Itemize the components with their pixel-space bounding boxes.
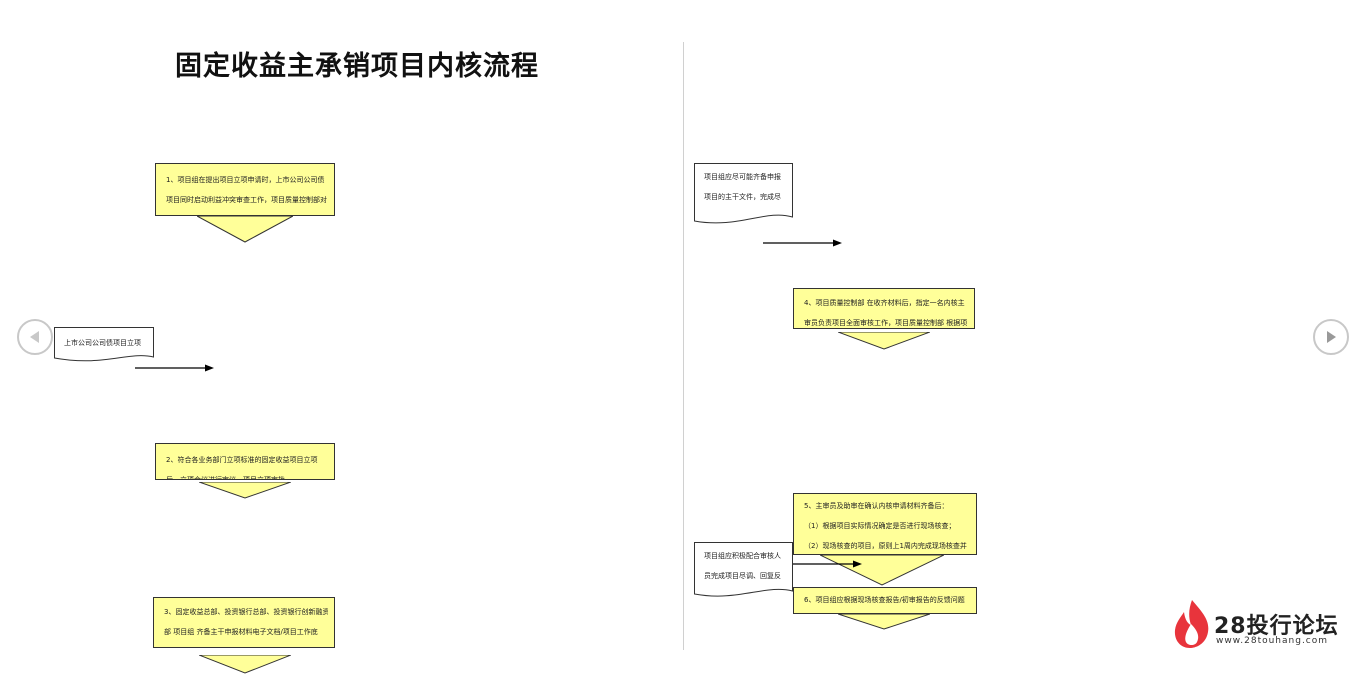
doc-project-approval: 上市公司公司债项目立项 (54, 327, 154, 363)
next-page-button[interactable] (1313, 319, 1349, 355)
step-1-line-2: 项目同时启动利益冲突审查工作，项目质量控制部对 (166, 196, 327, 204)
step-3-line-1: 3、固定收益总部、投资银行总部、投资银行创新融资 (164, 608, 328, 616)
page-title: 固定收益主承销项目内核流程 (175, 51, 539, 82)
step-2-box: 2、符合各业务部门立项标准的固定收益项目立项 后，立项会议进行审议，项目立项审批… (155, 443, 335, 480)
step-4-line-2: 审员负责项目全面审核工作，项目质量控制部 根据项 (804, 319, 968, 327)
step-3-line-2: 部 项目组 齐备主干申报材料电子文档/项目工作底 (164, 628, 318, 636)
step-2-line-2: 后，立项会议进行审议，项目立项审批... (166, 476, 292, 480)
doc-cooperation: 项目组应积极配合审核人 员完成项目尽调、回复反 (694, 542, 794, 598)
step-5-line-3: （2）现场核查的项目，原则上1周内完成现场核查并 (804, 542, 967, 550)
step-1-box: 1、项目组在提出项目立项申请时，上市公司公司债 项目同时启动利益冲突审查工作，项… (155, 163, 335, 216)
doc-1-text: 上市公司公司债项目立项 (64, 339, 141, 347)
step-6-arrow (838, 614, 930, 630)
doc-3-line-2: 员完成项目尽调、回复反 (704, 572, 781, 580)
doc-application-materials: 项目组应尽可能齐备申报 项目的主干文件，完成尽 (694, 163, 794, 227)
step-4-arrow (838, 332, 930, 350)
prev-page-button[interactable] (17, 319, 53, 355)
step-3-box: 3、固定收益总部、投资银行总部、投资银行创新融资 部 项目组 齐备主干申报材料电… (153, 597, 335, 648)
doc-3-line-1: 项目组应积极配合审核人 (704, 552, 781, 560)
flame-icon (1174, 600, 1209, 648)
step-2-arrow (199, 482, 291, 499)
step-1-line-1: 1、项目组在提出项目立项申请时，上市公司公司债 (166, 176, 325, 184)
logo-brand: 28投行论坛 (1214, 614, 1339, 639)
step-5-line-1: 5、主审员及助审在确认内核申请材料齐备后： (804, 502, 949, 510)
doc-3-arrow (793, 560, 862, 568)
doc-2-arrow (763, 239, 842, 247)
site-logo: 28投行论坛 www.28touhang.com (1172, 598, 1352, 650)
step-2-line-1: 2、符合各业务部门立项标准的固定收益项目立项 (166, 456, 318, 464)
doc-2-line-1: 项目组应尽可能齐备申报 (704, 173, 781, 181)
chevron-right-icon (1327, 331, 1336, 343)
step-5-box: 5、主审员及助审在确认内核申请材料齐备后： （1）根据项目实际情况确定是否进行现… (793, 493, 977, 555)
step-6-line-1: 6、项目组应根据现场核查报告/初审报告的反馈问题 (804, 596, 965, 604)
logo-url: www.28touhang.com (1216, 636, 1329, 646)
step-5-arrow (820, 555, 944, 586)
doc-2-line-2: 项目的主干文件，完成尽 (704, 193, 781, 201)
page-divider (683, 42, 684, 650)
step-3-arrow (199, 655, 291, 674)
doc-1-arrow (135, 364, 214, 372)
step-4-box: 4、项目质量控制部 在收齐材料后，指定一名内核主 审员负责项目全面审核工作，项目… (793, 288, 975, 329)
chevron-left-icon (30, 331, 39, 343)
step-1-arrow (197, 216, 293, 243)
step-4-line-1: 4、项目质量控制部 在收齐材料后，指定一名内核主 (804, 299, 965, 307)
step-6-box: 6、项目组应根据现场核查报告/初审报告的反馈问题 (793, 587, 977, 614)
step-5-line-2: （1）根据项目实际情况确定是否进行现场核查； (804, 522, 956, 530)
